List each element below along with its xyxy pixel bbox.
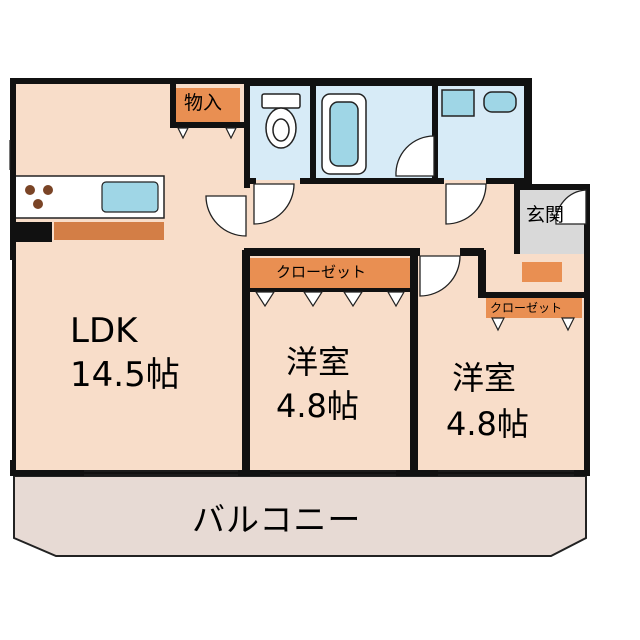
- closet-small-label: クローゼット: [490, 301, 563, 315]
- balcony-label: バルコニー: [192, 500, 362, 539]
- shoe-cabinet: [522, 262, 562, 282]
- bedroom2-name: 洋室: [452, 359, 517, 397]
- storage-label: 物入: [184, 92, 223, 114]
- entrance-label: 玄関: [526, 204, 565, 226]
- ldk-size: 14.5帖: [70, 355, 180, 395]
- storage-fill: [176, 88, 240, 122]
- closet-large-fill: [250, 258, 410, 290]
- bedroom2-size: 4.8帖: [446, 405, 529, 443]
- stove-burner: [25, 185, 35, 195]
- stove-burner: [33, 199, 43, 209]
- ldk-floor: [14, 84, 246, 474]
- closet-door-marks: [177, 127, 575, 332]
- bedroom1-name: 洋室: [286, 343, 351, 381]
- windows: [9, 140, 574, 476]
- closet-large-label: クローゼット: [276, 263, 367, 281]
- walls: [10, 78, 590, 476]
- basin-icon: [483, 91, 517, 113]
- closet-small-fill: [486, 298, 582, 318]
- toilet-icon: [261, 93, 301, 149]
- kitchen-bar: [54, 222, 164, 240]
- bathtub-icon: [321, 93, 367, 175]
- door-swings: [205, 135, 587, 297]
- pillar: [14, 222, 52, 242]
- bedroom1-size: 4.8帖: [276, 387, 359, 425]
- ldk-name: LDK: [70, 311, 138, 351]
- washer-icon: [441, 89, 475, 117]
- sink-basin: [101, 181, 159, 213]
- stove-burner: [43, 185, 53, 195]
